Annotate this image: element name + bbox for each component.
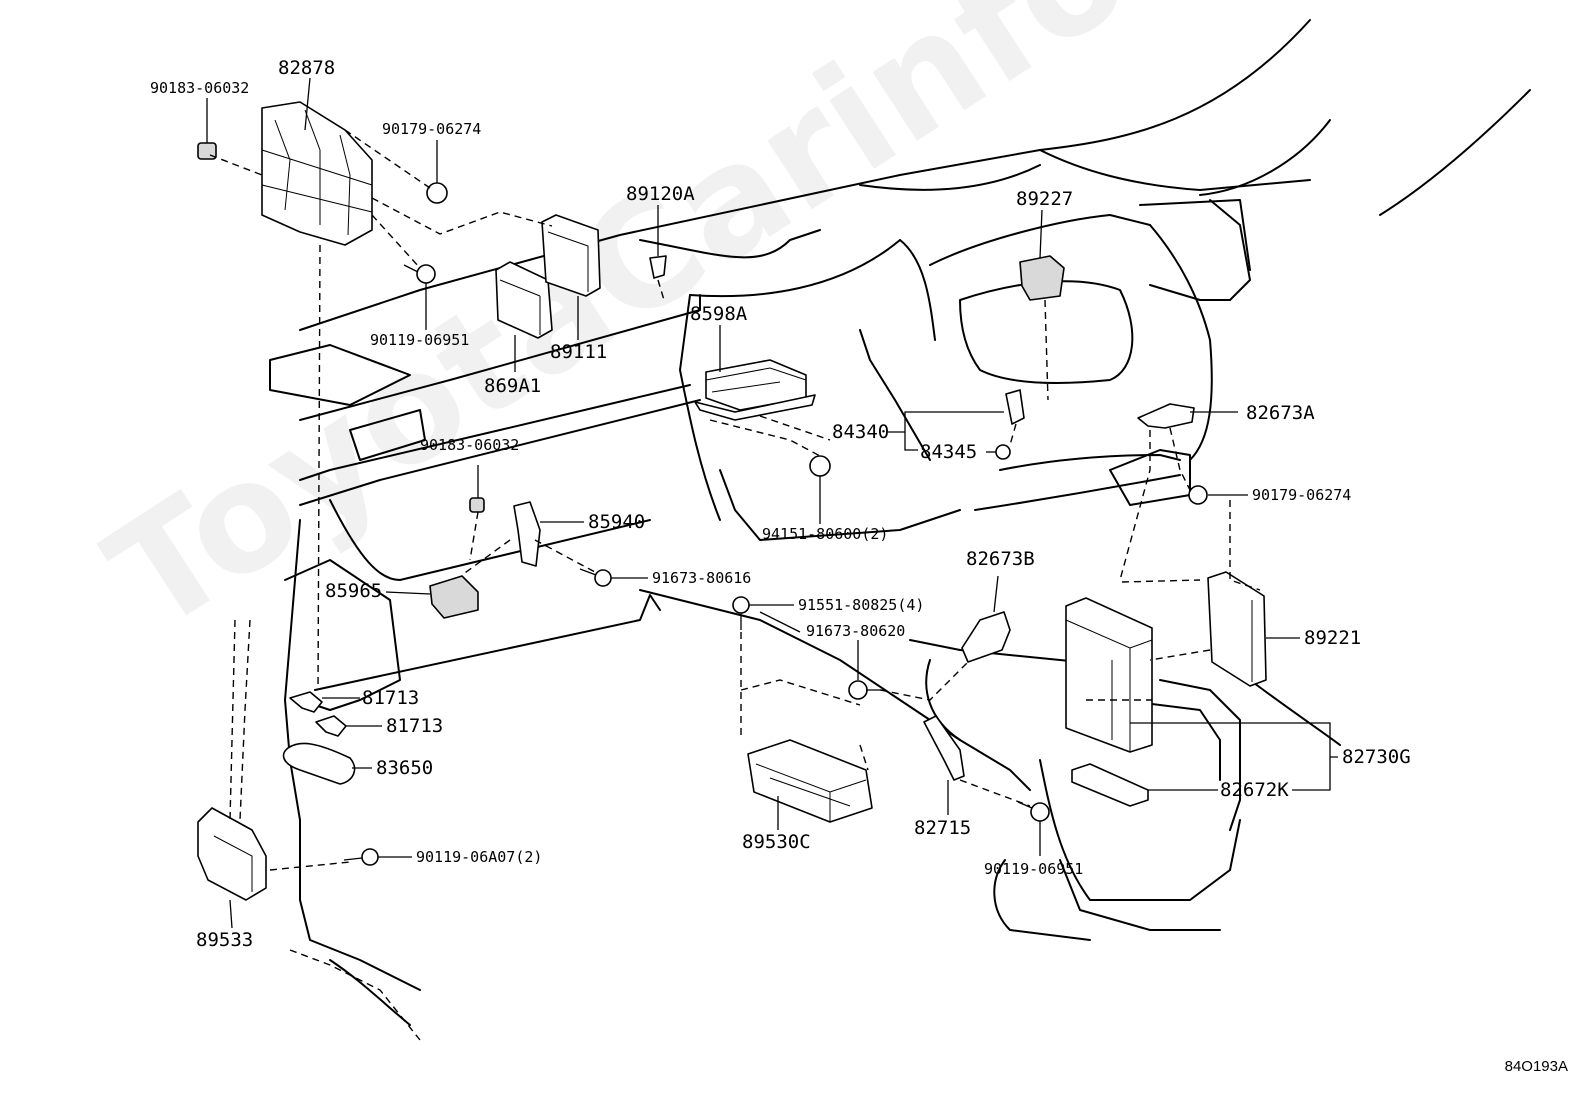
label-82878: 82878 [278,57,335,79]
label-89120A: 89120A [626,183,695,205]
label-90183-06032-mid: 90183-06032 [420,436,519,454]
label-82715: 82715 [914,817,971,839]
bolt-90119-bottom-part [1017,801,1050,822]
assembly-dashed-lines [209,129,1261,871]
label-82673B: 82673B [966,548,1035,570]
sensor-8598A-part [694,359,816,421]
label-84345: 84345 [920,441,977,463]
module-869A1-part [495,261,553,339]
label-85965: 85965 [325,580,382,602]
label-91673-80616: 91673-80616 [652,569,751,587]
clip-81713-b-part [315,715,347,737]
label-90119-06A07: 90119-06A07(2) [416,848,542,866]
label-8598A: 8598A [690,303,748,325]
label-91673-80620: 91673-80620 [806,622,905,640]
nut-90183-mid-part [469,497,485,513]
label-81713-b: 81713 [386,715,443,737]
label-90119-06951-bottom: 90119-06951 [984,860,1083,878]
module-89111-part [541,214,601,297]
cover-82672K-part [1071,763,1149,807]
bolt-91673-80620-part [848,680,884,700]
label-90179-06274-right: 90179-06274 [1252,486,1351,504]
module-89221-part [1207,571,1267,687]
instrument-panel-outline [269,19,1531,1041]
bracket-85940-part [513,501,541,567]
junction-block-82730G-part [1065,597,1153,753]
label-869A1: 869A1 [484,375,541,397]
sensor-89227-part [1019,255,1065,301]
nut-94151-part [809,455,831,477]
diagram-code: 84O193A [1504,1058,1568,1075]
leader-lines [206,77,1338,929]
label-94151-80600: 94151-80600(2) [762,525,888,543]
nut-84345-part [995,444,1011,460]
nut-90179-right-part [1188,485,1208,505]
part-labels: 82878 90183-06032 90179-06274 90119-0695… [150,57,1411,951]
label-84340: 84340 [832,421,889,443]
tube-83650-part [282,742,356,785]
label-89530C: 89530C [742,831,811,853]
label-90119-06951-top: 90119-06951 [370,331,469,349]
label-89227: 89227 [1016,188,1073,210]
label-82730G: 82730G [1342,746,1411,768]
label-89221: 89221 [1304,627,1361,649]
label-89111: 89111 [550,341,607,363]
ecu-89530C-part [747,739,873,823]
bracket-82673A-part [1137,403,1195,429]
bracket-82673B-part [961,611,1011,663]
bracket-89533-part [197,807,267,901]
bracket-82878-part [261,101,373,246]
label-83650: 83650 [376,757,433,779]
module-85965-part [429,575,479,619]
label-82672K: 82672K [1220,779,1289,801]
label-91551-80825: 91551-80825(4) [798,596,924,614]
clip-81713-a-part [289,691,323,713]
label-85940: 85940 [588,511,645,533]
nut-90179-top-part [426,182,448,204]
switch-84340-part [1005,389,1025,425]
label-90183-06032-top: 90183-06032 [150,79,249,97]
bracket-82715-part [923,715,965,781]
clip-89120A-part [649,255,667,279]
label-90179-06274-top: 90179-06274 [382,120,481,138]
label-89533: 89533 [196,929,253,951]
label-81713-a: 81713 [362,687,419,709]
bolt-90119-06A07-part [343,848,379,866]
bolt-90119-top-part [403,264,436,284]
bolt-91673-80616-part [579,568,612,587]
label-82673A: 82673A [1246,402,1315,424]
